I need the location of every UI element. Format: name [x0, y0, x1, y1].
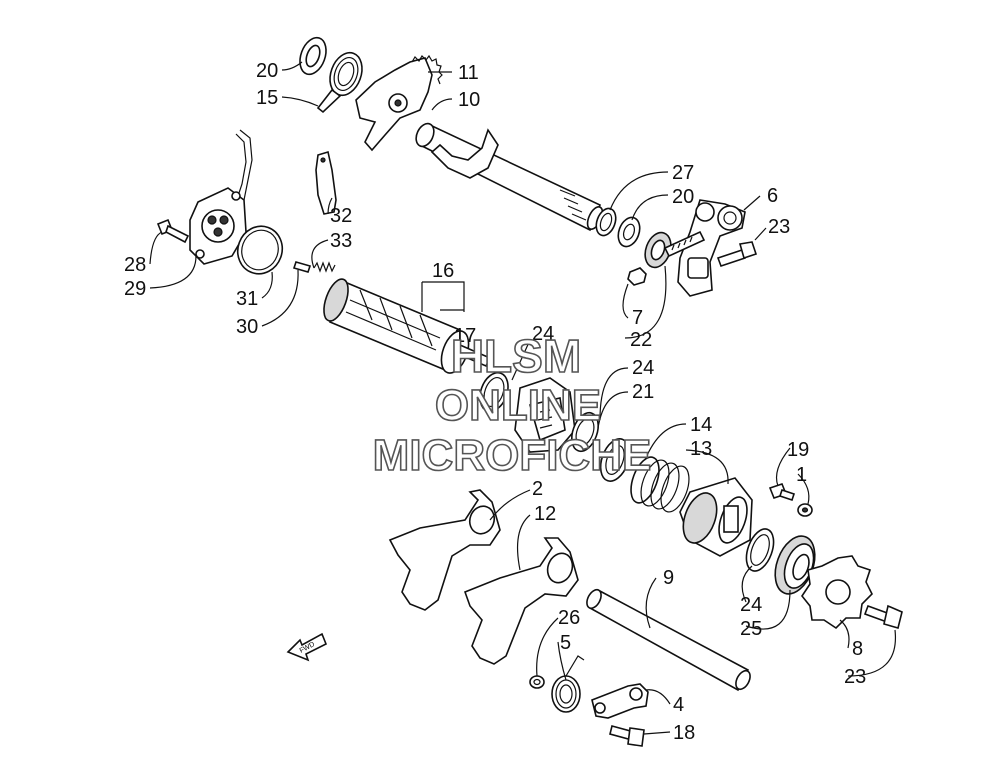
callout-5: 5 [560, 632, 571, 654]
part-20-washer-mid [617, 216, 641, 248]
part-19-bolt [768, 483, 796, 502]
callout-8: 8 [852, 638, 863, 660]
leader-lines [149, 61, 897, 735]
watermark-line-3: MICROFICHE [373, 431, 652, 480]
part-14-spring [630, 456, 690, 513]
callout-7: 7 [632, 307, 643, 329]
callout-4: 4 [673, 694, 684, 716]
callout-33: 33 [330, 230, 352, 252]
part-26-washer [529, 675, 545, 689]
callout-32: 32 [330, 205, 352, 227]
callout-16: 16 [432, 260, 454, 282]
callout-15: 15 [256, 87, 278, 109]
callout-13: 13 [690, 438, 712, 460]
callout-6: 6 [767, 185, 778, 207]
callout-17: 17 [454, 325, 476, 347]
part-24-circlip-a [479, 371, 509, 413]
part-13-hub [679, 477, 753, 557]
part-28-bolt [156, 218, 190, 244]
part-31-o-ring [236, 225, 284, 275]
callout-11: 11 [458, 62, 479, 84]
part-32-stopper-plate [315, 150, 337, 215]
part-23-bolt-upper [716, 241, 758, 268]
callout-28: 28 [124, 254, 146, 276]
part-20-washer-top [299, 36, 327, 76]
part-24-circlip-c [745, 528, 775, 572]
callout-24: 24 [632, 357, 654, 379]
callout-21: 21 [632, 381, 654, 403]
callout-23: 23 [768, 216, 790, 238]
part-33-spring [313, 261, 336, 273]
part-16-shift-drum [323, 278, 470, 374]
part-15-spring [316, 51, 363, 114]
callout-24: 24 [532, 323, 554, 345]
watermark: HLSM ONLINE MICROFICHE [372, 329, 652, 481]
callout-25: 25 [740, 618, 762, 640]
callout-1: 1 [796, 464, 807, 486]
callout-14: 14 [690, 414, 712, 436]
callout-19: 19 [787, 439, 809, 461]
watermark-line-2: ONLINE [435, 381, 601, 430]
callout-23: 23 [844, 666, 866, 688]
callout-10: 10 [458, 89, 480, 111]
callout-labels: 20 15 11 10 27 20 6 23 32 33 28 29 16 31… [124, 60, 866, 744]
part-30-pin [292, 261, 312, 273]
callout-9: 9 [663, 567, 674, 589]
callout-26: 26 [558, 607, 580, 629]
callout-20: 20 [256, 60, 278, 82]
callout-20: 20 [672, 186, 694, 208]
callout-22: 22 [630, 329, 652, 351]
part-10-shift-shaft [415, 122, 604, 232]
part-2-shift-fork [388, 489, 501, 611]
callout-30: 30 [236, 316, 258, 338]
part-9-fork-shaft [586, 588, 751, 692]
part-shift-cam [514, 377, 576, 453]
callout-2: 2 [532, 478, 543, 500]
callout-24: 24 [740, 594, 762, 616]
part-11-shift-arm [355, 54, 443, 152]
part-1-washer [797, 503, 813, 517]
part-4-stopper-arm [591, 683, 649, 719]
callout-27: 27 [672, 162, 694, 184]
part-21-washer [571, 411, 599, 453]
callout-12: 12 [534, 503, 556, 525]
part-6-lever-arm [663, 199, 746, 297]
part-8-star-gear [801, 555, 873, 630]
part-24-circlip-b [599, 438, 631, 482]
watermark-line-1: HLSM [451, 330, 581, 382]
part-18-bolt [609, 725, 645, 747]
part-5-torsion-spring [551, 655, 585, 713]
callout-31: 31 [236, 288, 258, 310]
part-7-nut [627, 267, 647, 286]
part-29-cover-plate [189, 129, 253, 265]
fwd-arrow-icon: FWD [286, 632, 328, 662]
part-23-bolt-lower [863, 604, 903, 629]
callout-29: 29 [124, 278, 146, 300]
part-12-shift-fork [463, 537, 579, 665]
part-17-drum-pin [454, 343, 492, 368]
callout-18: 18 [673, 722, 695, 744]
